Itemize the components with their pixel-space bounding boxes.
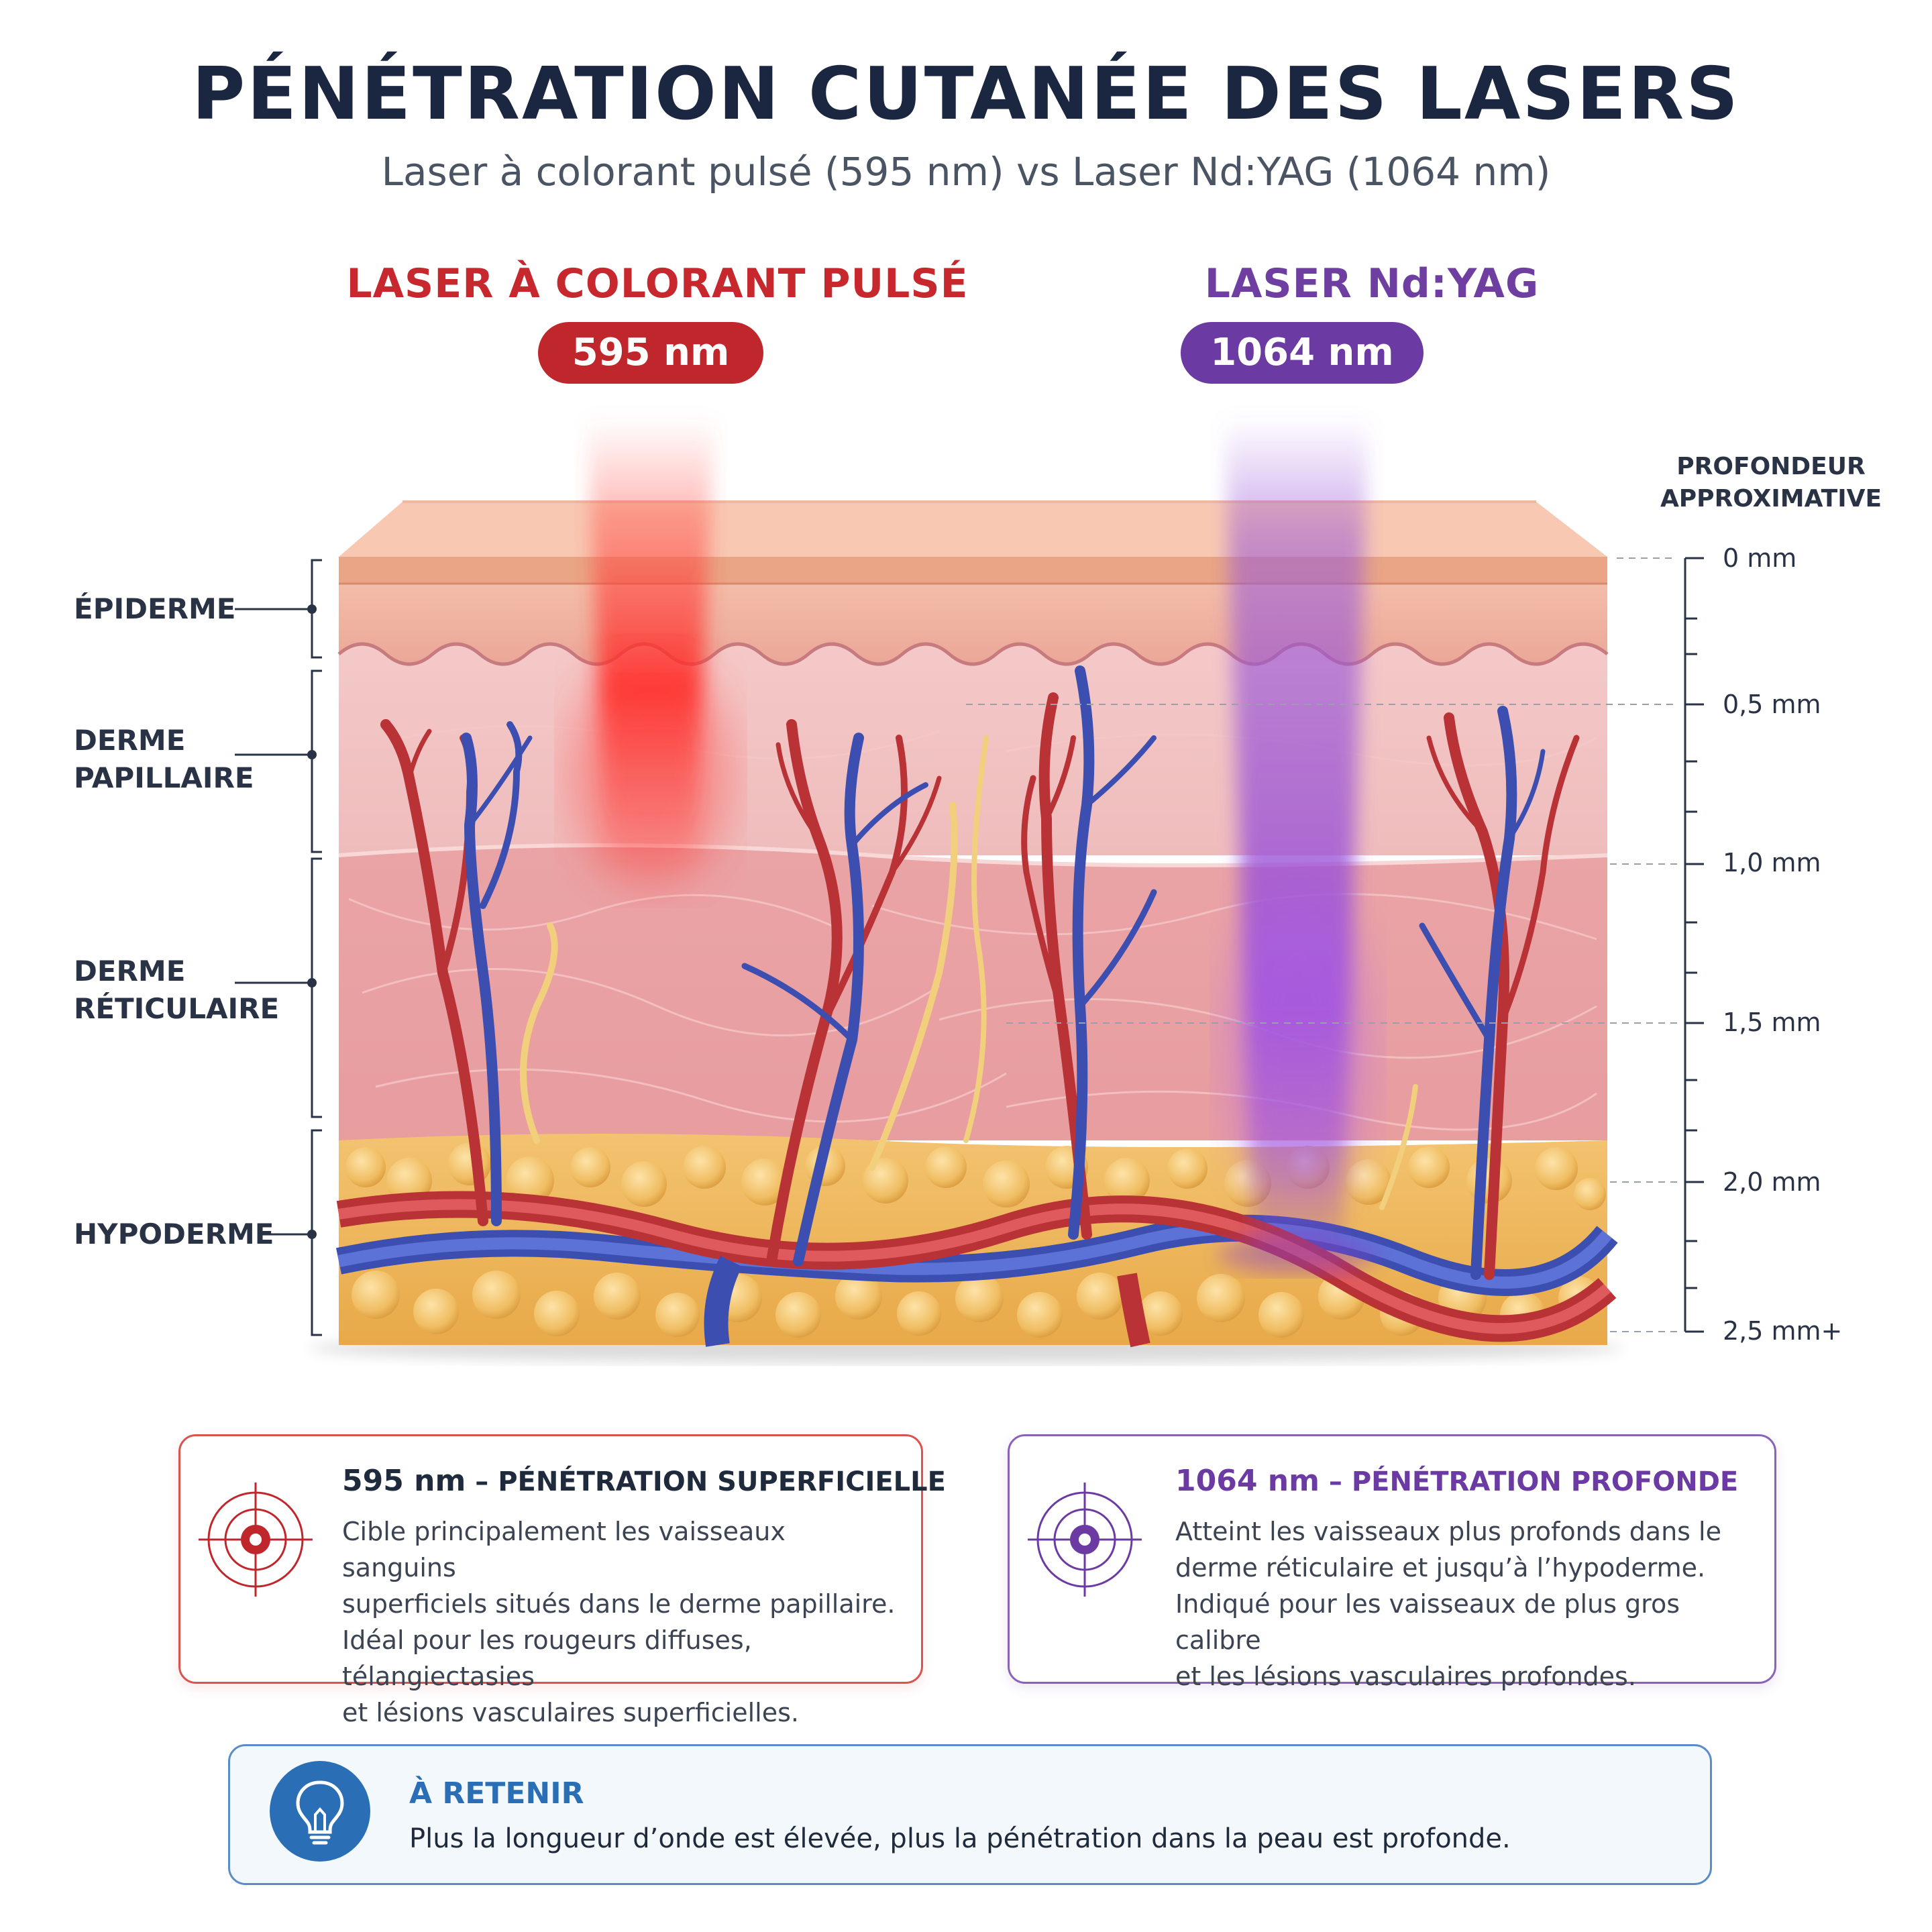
pdl-info-card [178,1434,923,1684]
depth-tick-label: 1,5 mm [1723,1008,1821,1037]
skin-surface-top [339,502,1607,557]
page-title: PÉNÉTRATION CUTANÉE DES LASERS [192,52,1740,136]
card-line: superficiels situés dans le derme papill… [342,1589,896,1619]
card-title-wavelength: 1064 nm [1175,1464,1320,1498]
card-title-text: PÉNÉTRATION PROFONDE [1351,1466,1739,1497]
label-papillary-dermis-1: DERME [74,724,186,757]
skin-cross-section-diagram [235,416,1704,1363]
ndyag-wavelength-badge: 1064 nm [1181,322,1424,384]
label-reticular-dermis-1: DERME [74,955,186,987]
card-line: et les lésions vasculaires profondes. [1175,1662,1636,1691]
card-line: Indiqué pour les vaisseaux de plus gros … [1175,1589,1680,1655]
takeaway-box [228,1744,1712,1885]
page-subtitle: Laser à colorant pulsé (595 nm) vs Laser… [381,149,1551,195]
card-title-dash: – [1319,1466,1352,1497]
target-icon [199,1483,313,1597]
ndyag-info-card [1008,1434,1776,1684]
card-line: Cible principalement les vaisseaux sangu… [342,1517,786,1582]
papillary-dermis-layer [339,644,1607,855]
ndyag-laser-name: LASER Nd:YAG [1204,260,1540,307]
label-papillary-dermis-2: PAPILLAIRE [74,761,254,794]
pdl-laser-name: LASER À COLORANT PULSÉ [346,260,969,307]
card-line: Idéal pour les rougeurs diffuses, télang… [342,1625,752,1691]
depth-title-line-1: PROFONDEUR [1676,453,1866,480]
depth-scale-title: PROFONDEUR APPROXIMATIVE [1650,451,1892,515]
depth-tick-label: 2,0 mm [1723,1167,1821,1197]
card-line: derme réticulaire et jusqu’à l’hypoderme… [1175,1553,1706,1582]
vascular-trees [380,665,1580,1280]
stratum-corneum [339,557,1607,584]
pdl-card-body: Cible principalement les vaisseaux sangu… [342,1513,906,1731]
depth-tick-label: 1,0 mm [1723,848,1821,877]
card-title-text: PÉNÉTRATION SUPERFICIELLE [498,1466,946,1497]
depth-guides [966,557,1677,1332]
pdl-laser-beam [570,416,731,885]
target-icon [1028,1483,1142,1597]
label-hypodermis: HYPODERME [74,1218,274,1250]
card-line: et lésions vasculaires superficielles. [342,1698,799,1727]
label-reticular-dermis-2: RÉTICULAIRE [74,992,280,1025]
takeaway-text: Plus la longueur d’onde est élevée, plus… [409,1823,1511,1854]
card-title-wavelength: 595 nm [342,1464,466,1498]
depth-tick-label: 0,5 mm [1723,690,1821,719]
depth-tick-label: 2,5 mm+ [1723,1316,1843,1346]
fat-cells [345,1142,1606,1338]
card-line: Atteint les vaisseaux plus profonds dans… [1175,1517,1721,1546]
label-epidermis: ÉPIDERME [74,592,236,625]
card-title-dash: – [466,1466,498,1497]
depth-scale [1684,557,1704,1333]
pdl-wavelength-badge: 595 nm [538,322,763,384]
ndyag-laser-beam [1218,416,1379,1275]
depth-tick-label: 0 mm [1723,543,1797,573]
lightbulb-icon [270,1761,370,1862]
takeaway-title: À RETENIR [409,1776,584,1811]
ndyag-card-title: 1064 nm – PÉNÉTRATION PROFONDE [1175,1464,1738,1498]
depth-title-line-2: APPROXIMATIVE [1660,485,1882,513]
ndyag-card-body: Atteint les vaisseaux plus profonds dans… [1175,1513,1752,1695]
pdl-card-title: 595 nm – PÉNÉTRATION SUPERFICIELLE [342,1464,946,1498]
